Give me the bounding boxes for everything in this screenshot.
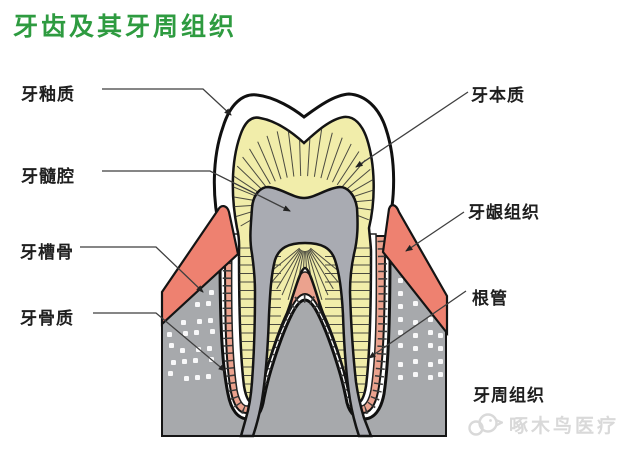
leader-gingival bbox=[405, 211, 465, 252]
woodpecker-logo-icon bbox=[468, 413, 503, 436]
label-dentin: 牙本质 bbox=[471, 86, 525, 106]
label-cementum: 牙骨质 bbox=[20, 309, 74, 329]
leader-lines bbox=[80, 88, 469, 372]
leader-cementum bbox=[93, 312, 226, 372]
label-pulp-cavity: 牙髓腔 bbox=[21, 167, 75, 187]
gum-left-shape bbox=[160, 205, 240, 327]
page-title: 牙齿及其牙周组织 bbox=[13, 12, 238, 41]
leader-enamel bbox=[102, 88, 232, 116]
pulp-chamber-and-canals-shape bbox=[239, 185, 373, 438]
label-enamel: 牙釉质 bbox=[21, 85, 75, 105]
leader-dentin bbox=[355, 91, 469, 168]
watermark: 啄木鸟医疗 bbox=[465, 409, 619, 439]
label-alveolar-bone: 牙槽骨 bbox=[20, 243, 74, 263]
leader-root-canal bbox=[368, 290, 467, 359]
label-root-canal: 根管 bbox=[472, 289, 508, 309]
watermark-text: 啄木鸟医疗 bbox=[509, 414, 620, 437]
leader-alveolar-bone bbox=[80, 246, 204, 293]
label-periodontal-tissue: 牙周组织 bbox=[473, 386, 545, 406]
gum-right-shape bbox=[381, 204, 449, 337]
periodontal-ligament-ticks bbox=[222, 239, 388, 415]
leader-pulp-cavity bbox=[102, 170, 291, 212]
label-gingival-tissue: 牙龈组织 bbox=[468, 203, 540, 223]
